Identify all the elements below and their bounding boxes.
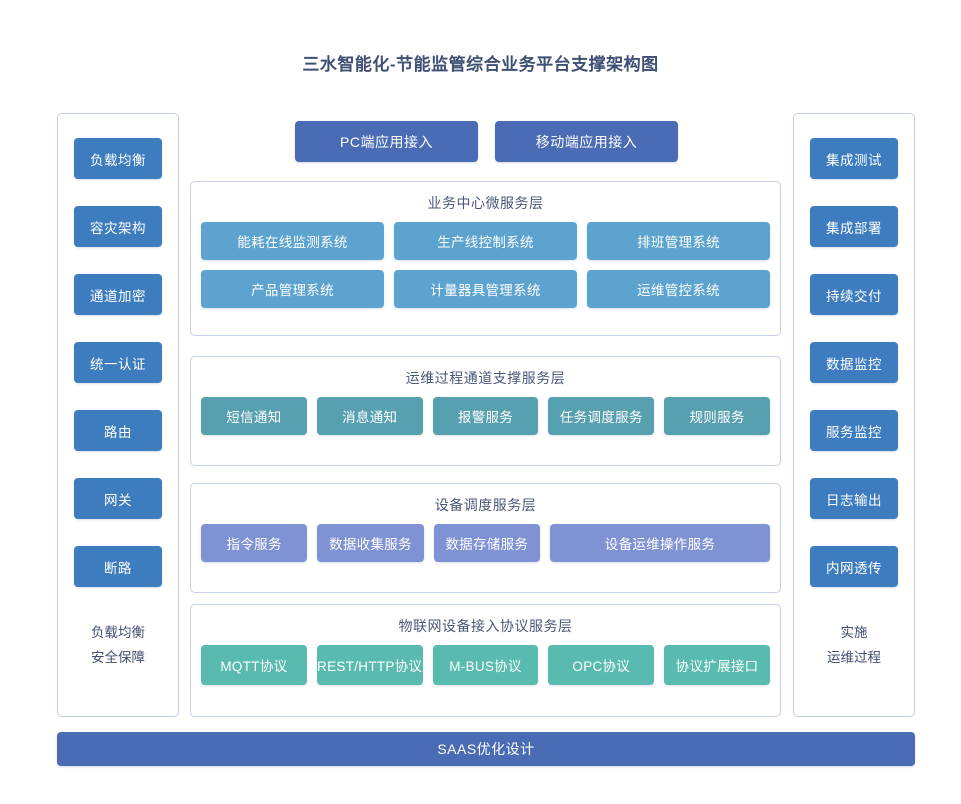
left-footer-line-2: 安全保障 <box>91 650 145 665</box>
iot-cell-0[interactable]: MQTT协议 <box>201 645 307 685</box>
right-devops-column: 集成测试 集成部署 持续交付 数据监控 服务监控 日志输出 内网透传 实施 运维… <box>793 113 915 717</box>
center-stack: PC端应用接入 移动端应用接入 业务中心微服务层 能耗在线监测系统 生产线控制系… <box>190 113 781 717</box>
left-item-3[interactable]: 统一认证 <box>74 342 162 383</box>
left-item-4[interactable]: 路由 <box>74 410 162 451</box>
layer-ops-row-1: 短信通知 消息通知 报警服务 任务调度服务 规则服务 <box>191 397 780 445</box>
ops-cell-2[interactable]: 报警服务 <box>432 397 539 435</box>
business-cell-2[interactable]: 排班管理系统 <box>587 222 770 260</box>
ops-cell-1[interactable]: 消息通知 <box>316 397 423 435</box>
right-footer-line-1: 实施 <box>840 625 868 640</box>
access-button-mobile[interactable]: 移动端应用接入 <box>495 121 678 162</box>
left-footer-line-1: 负载均衡 <box>91 625 145 640</box>
left-item-5[interactable]: 网关 <box>74 478 162 519</box>
ops-cell-0[interactable]: 短信通知 <box>201 397 307 435</box>
left-item-1[interactable]: 容灾架构 <box>74 206 162 247</box>
application-access-row: PC端应用接入 移动端应用接入 <box>295 121 678 162</box>
business-cell-4[interactable]: 计量器具管理系统 <box>394 270 577 308</box>
device-cell-3[interactable]: 设备运维操作服务 <box>549 524 770 562</box>
layer-business-row-1: 能耗在线监测系统 生产线控制系统 排班管理系统 <box>191 222 780 270</box>
left-capability-column: 负载均衡 容灾架构 通道加密 统一认证 路由 网关 断路 负载均衡 安全保障 <box>57 113 179 717</box>
left-column-footer: 负载均衡 安全保障 <box>91 620 145 670</box>
page-title: 三水智能化-节能监管综合业务平台支撑架构图 <box>302 55 659 74</box>
business-cell-5[interactable]: 运维管控系统 <box>587 270 770 308</box>
access-button-pc[interactable]: PC端应用接入 <box>295 121 478 162</box>
right-item-5[interactable]: 日志输出 <box>810 478 898 519</box>
left-item-2[interactable]: 通道加密 <box>74 274 162 315</box>
layer-device-title: 设备调度服务层 <box>434 497 537 513</box>
layer-iot-row-1: MQTT协议 REST/HTTP协议 M-BUS协议 OPC协议 协议扩展接口 <box>191 645 780 695</box>
ops-cell-3[interactable]: 任务调度服务 <box>548 397 655 435</box>
right-item-6[interactable]: 内网透传 <box>810 546 898 587</box>
bottom-bar-saas[interactable]: SAAS优化设计 <box>57 732 915 766</box>
business-cell-0[interactable]: 能耗在线监测系统 <box>201 222 384 260</box>
device-cell-0[interactable]: 指令服务 <box>201 524 308 562</box>
layer-iot-protocol: 物联网设备接入协议服务层 MQTT协议 REST/HTTP协议 M-BUS协议 … <box>190 604 781 717</box>
layer-device-scheduling: 设备调度服务层 指令服务 数据收集服务 数据存储服务 设备运维操作服务 <box>190 483 781 593</box>
business-cell-3[interactable]: 产品管理系统 <box>201 270 384 308</box>
right-footer-line-2: 运维过程 <box>827 650 881 665</box>
iot-cell-2[interactable]: M-BUS协议 <box>432 645 539 685</box>
right-item-2[interactable]: 持续交付 <box>810 274 898 315</box>
iot-cell-1[interactable]: REST/HTTP协议 <box>316 645 423 685</box>
layer-iot-title: 物联网设备接入协议服务层 <box>398 618 573 634</box>
right-item-0[interactable]: 集成测试 <box>810 138 898 179</box>
right-item-3[interactable]: 数据监控 <box>810 342 898 383</box>
layer-business-row-2: 产品管理系统 计量器具管理系统 运维管控系统 <box>191 270 780 318</box>
ops-cell-4[interactable]: 规则服务 <box>664 397 770 435</box>
device-cell-2[interactable]: 数据存储服务 <box>433 524 540 562</box>
left-item-6[interactable]: 断路 <box>74 546 162 587</box>
layer-device-row-1: 指令服务 数据收集服务 数据存储服务 设备运维操作服务 <box>191 524 780 572</box>
left-item-0[interactable]: 负载均衡 <box>74 138 162 179</box>
layer-business-title: 业务中心微服务层 <box>427 195 544 211</box>
right-item-1[interactable]: 集成部署 <box>810 206 898 247</box>
right-column-footer: 实施 运维过程 <box>827 620 881 670</box>
business-cell-1[interactable]: 生产线控制系统 <box>394 222 577 260</box>
iot-cell-4[interactable]: 协议扩展接口 <box>664 645 770 685</box>
layer-ops-title: 运维过程通道支撑服务层 <box>405 370 566 386</box>
iot-cell-3[interactable]: OPC协议 <box>548 645 655 685</box>
right-item-4[interactable]: 服务监控 <box>810 410 898 451</box>
layer-business-microservice: 业务中心微服务层 能耗在线监测系统 生产线控制系统 排班管理系统 产品管理系统 … <box>190 181 781 336</box>
device-cell-1[interactable]: 数据收集服务 <box>317 524 424 562</box>
layer-ops-channel-support: 运维过程通道支撑服务层 短信通知 消息通知 报警服务 任务调度服务 规则服务 <box>190 356 781 466</box>
